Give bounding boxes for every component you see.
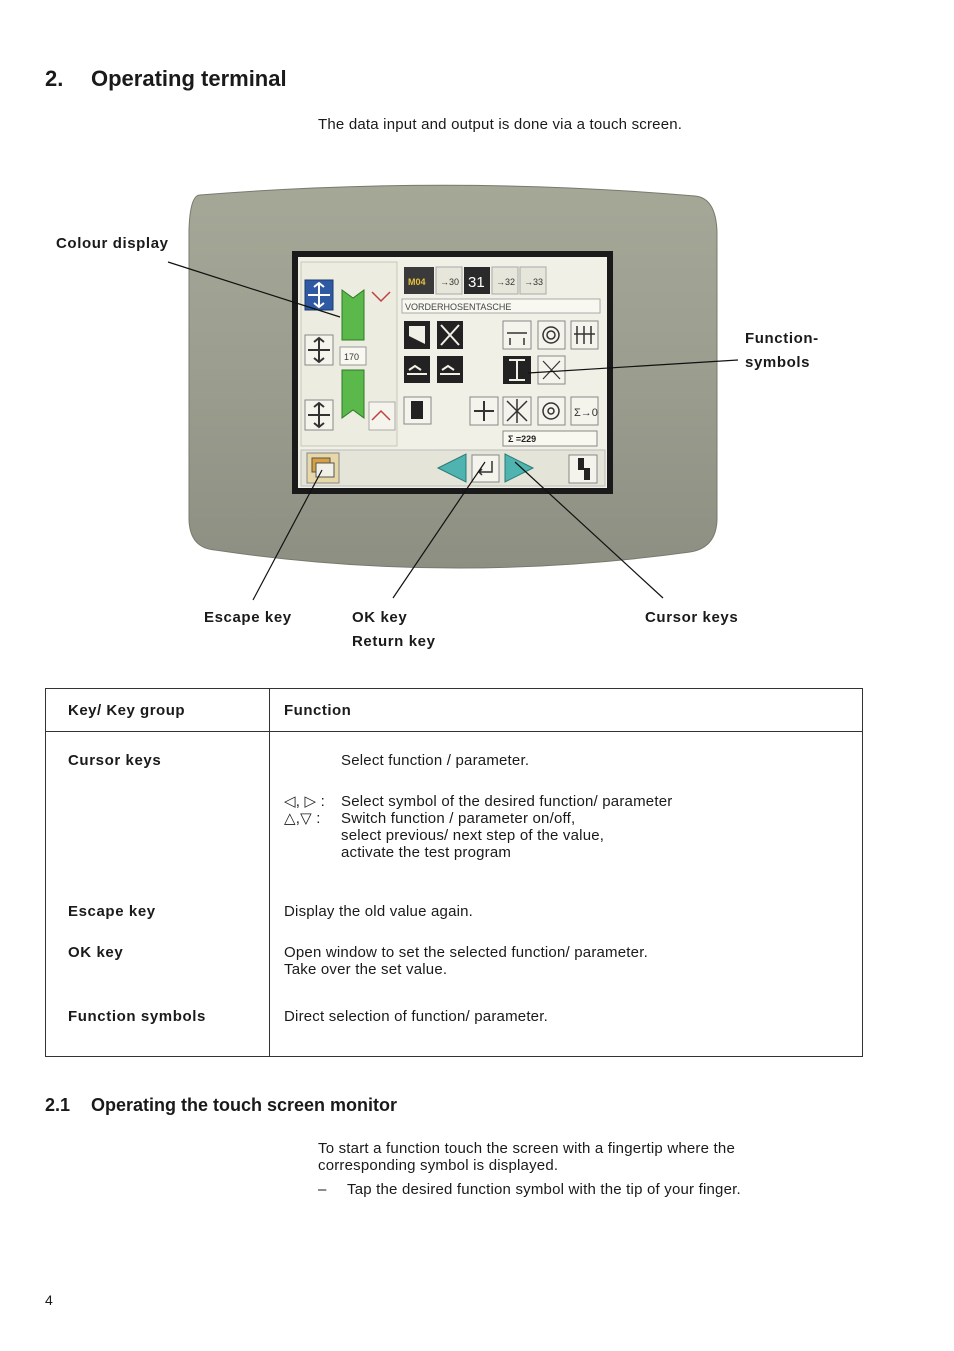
callout-escape-key: Escape key [204, 609, 292, 626]
subsection-title: Operating the touch screen monitor [91, 1095, 398, 1115]
terminal-figure: 170 M04 →30 31 →32 →33 VORDERHOSENTASCHE… [167, 184, 739, 601]
chevron-down-icon [371, 291, 391, 303]
section-number: 2. [45, 66, 64, 91]
fs-counter-reset-icon [570, 396, 599, 426]
ok-function-text: Open window to set the selected function… [284, 944, 648, 978]
up-down-arrows-icon: △,▽ : [284, 810, 321, 827]
instruction-bullet: –Tap the desired function symbol with th… [318, 1181, 741, 1198]
table-header-key: Key/ Key group [45, 688, 270, 732]
program-code-badge [404, 267, 434, 294]
callout-function-symbols: Function- symbols [745, 330, 819, 371]
key-escape-key: Escape key [68, 903, 156, 920]
subsection-number: 2.1 [45, 1095, 71, 1115]
crosshair-icon-1 [304, 279, 334, 311]
fs-spiral-icon [537, 320, 566, 350]
key-function-table: Key/ Key group Function Cursor keys Esca… [45, 688, 863, 1057]
callout-colour-display: Colour display [56, 235, 169, 252]
sum-counter: Σ =229 [508, 434, 536, 444]
crosshair-icon-3 [304, 399, 334, 431]
function-symbols-text: Direct selection of function/ parameter. [284, 1008, 548, 1025]
svg-text:→30: →30 [440, 277, 459, 287]
fs-clamp-right-icon [437, 356, 463, 383]
table-body-row: Cursor keys Escape key OK key Function s… [45, 731, 863, 1057]
svg-text:→32: →32 [496, 277, 515, 287]
fs-bobbin-icon [537, 396, 566, 426]
value-170: 170 [344, 352, 359, 362]
key-ok-key: OK key [68, 944, 124, 961]
page-number: 4 [45, 1292, 53, 1308]
callout-ok-key: OK key Return key [352, 609, 436, 650]
cursor-right-icon [504, 453, 535, 483]
svg-text:M04: M04 [408, 277, 426, 287]
fs-needles-icon [570, 320, 599, 350]
crosshair-icon-2 [304, 334, 334, 366]
key-cursor-keys: Cursor keys [68, 752, 162, 769]
callout-cursor-keys: Cursor keys [645, 609, 739, 626]
chevron-up-icon [371, 409, 391, 421]
fs-clamp-left-icon [404, 356, 430, 383]
intro-text: The data input and output is done via a … [318, 116, 683, 133]
svg-text:31: 31 [468, 274, 485, 291]
cursor-function-text: Select function / parameter. [341, 752, 530, 769]
ok-key-icon [471, 454, 500, 483]
instruction-paragraph: To start a function touch the screen wit… [318, 1140, 735, 1174]
fs-stacker-icon [502, 320, 532, 350]
section-heading: 2. Operating terminal [45, 66, 287, 92]
escape-function-text: Display the old value again. [284, 903, 474, 920]
subsection-heading: 2.1 Operating the touch screen monitor [45, 1095, 397, 1116]
cursor-function-details: ◁, ▷ :Select symbol of the desired funct… [284, 793, 673, 861]
program-name: VORDERHOSENTASCHE [405, 302, 511, 312]
table-header-function: Function [269, 688, 863, 732]
cursor-left-icon [436, 453, 467, 483]
green-bar-top [341, 289, 365, 341]
svg-text:→33: →33 [524, 277, 543, 287]
svg-text:Σ→0: Σ→0 [574, 407, 598, 419]
green-bar-bottom [341, 369, 365, 419]
table-header-row: Key/ Key group Function [45, 688, 863, 732]
section-title: Operating terminal [91, 66, 287, 91]
left-right-arrows-icon: ◁, ▷ : [284, 793, 325, 810]
bullet-dash: – [318, 1181, 327, 1198]
key-function-symbols: Function symbols [68, 1008, 206, 1025]
